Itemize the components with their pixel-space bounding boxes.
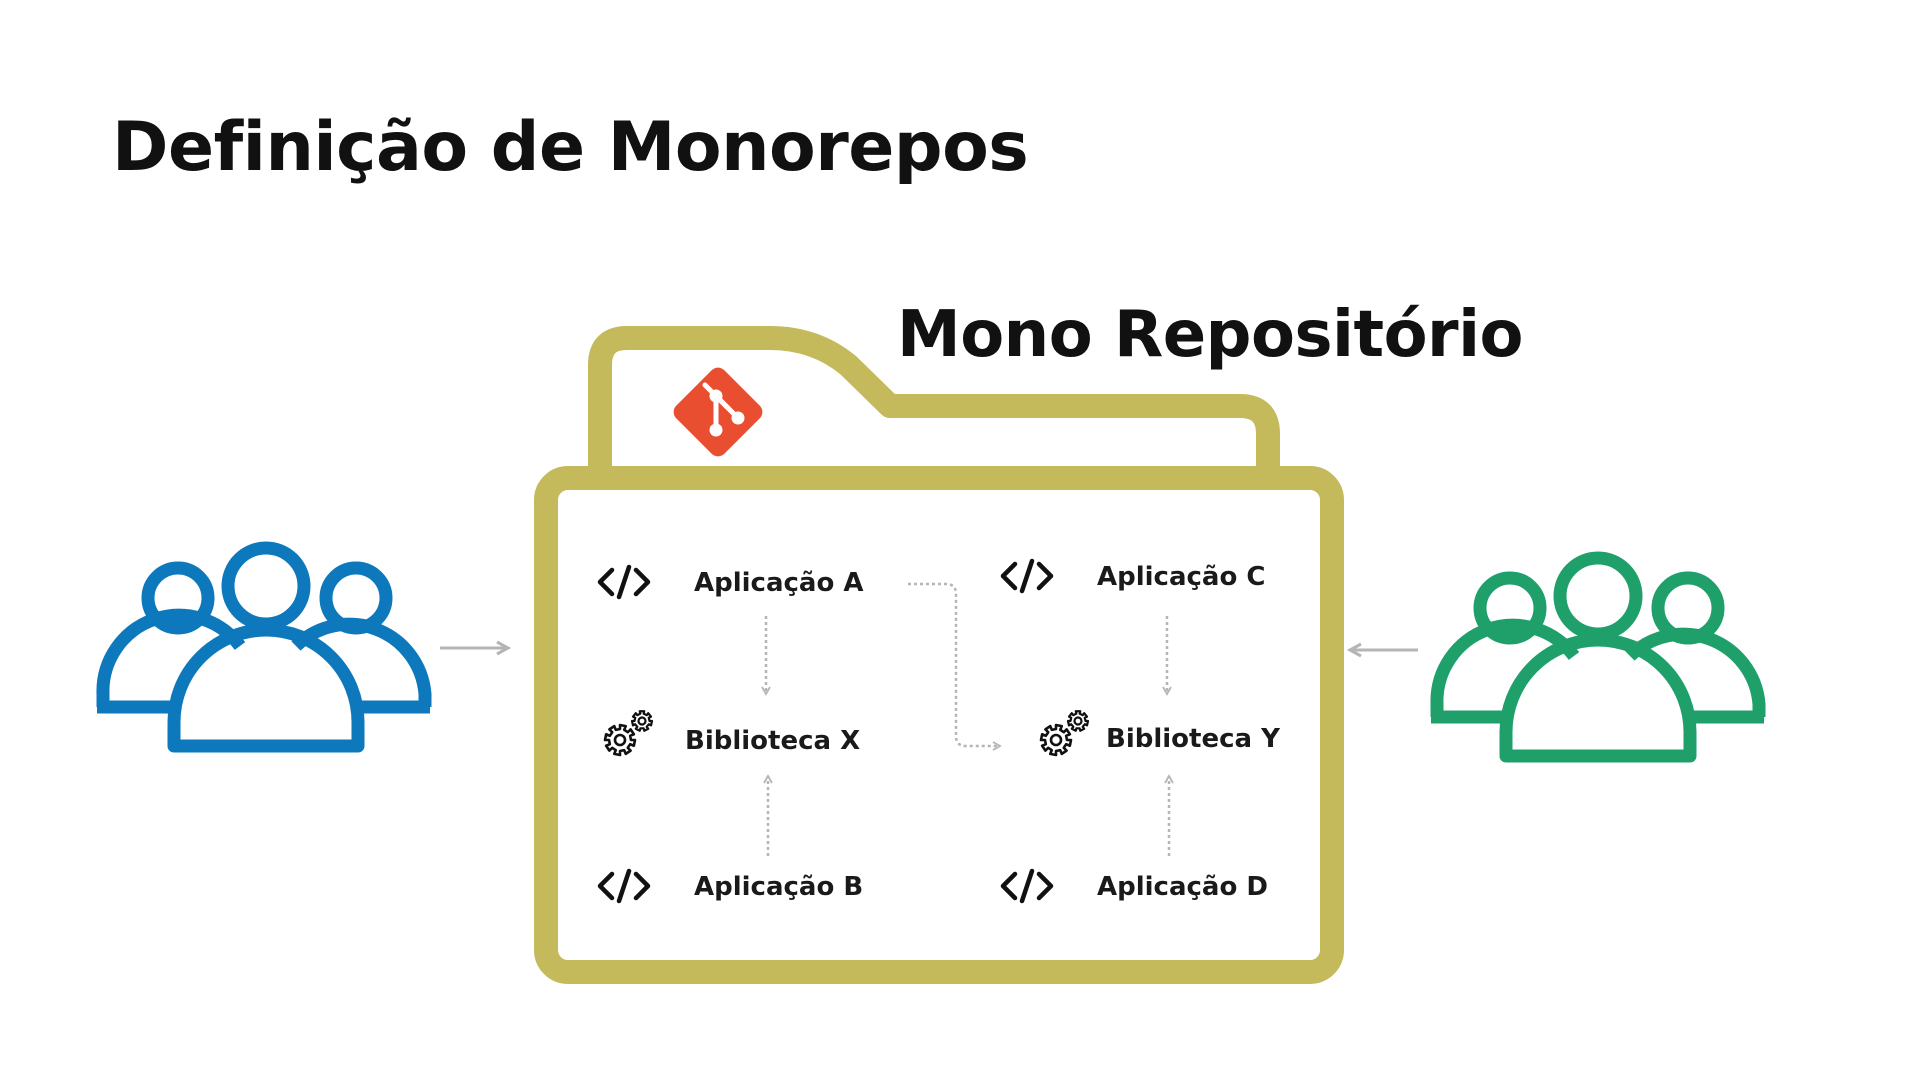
team-right-users-icon [1430, 551, 1766, 763]
gear-outline [1066, 710, 1090, 732]
lib-x-gears-icon [603, 710, 654, 757]
repository-title: Mono Repositório [897, 298, 1524, 372]
team-left-users-icon [96, 541, 432, 753]
page-title: Definição de Monorepos [112, 108, 1029, 187]
gear-outline [1039, 723, 1073, 757]
node-app-a: Aplicação A [694, 568, 864, 598]
git-logo-icon [673, 367, 763, 457]
folder-front [534, 466, 1344, 984]
app-b-code-icon [597, 868, 651, 904]
gear-hole [1049, 733, 1063, 747]
gear-hole [613, 733, 627, 747]
node-app-c: Aplicação C [1097, 562, 1266, 592]
repository-folder-icon [534, 326, 1344, 984]
gear-outline [630, 710, 654, 732]
node-lib-y: Biblioteca Y [1106, 724, 1280, 754]
gear-outline [603, 723, 637, 757]
app-c-code-icon [1000, 558, 1054, 594]
edge-app-a-to-lib-y [908, 582, 1002, 751]
lib-y-gears-icon [1039, 710, 1090, 757]
folder-back [588, 326, 1280, 482]
node-app-d: Aplicação D [1097, 872, 1268, 902]
app-d-code-icon [1000, 868, 1054, 904]
gear-hole [637, 716, 647, 726]
app-a-code-icon [597, 564, 651, 600]
gear-hole [1073, 716, 1083, 726]
node-app-b: Aplicação B [694, 872, 864, 902]
node-lib-x: Biblioteca X [685, 726, 861, 756]
